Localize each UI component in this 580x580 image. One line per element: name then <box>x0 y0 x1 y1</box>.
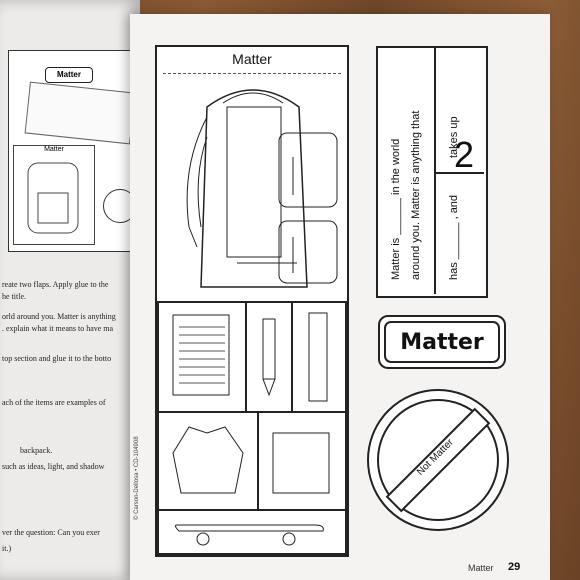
text-line: orld around you. Matter is anything <box>2 312 116 321</box>
thumb-title: Matter <box>45 67 93 83</box>
text-line: ver the question: Can you exer <box>2 528 100 537</box>
text-line: he title. <box>2 292 26 301</box>
notebook-icon <box>172 314 230 396</box>
ruler-icon <box>308 312 328 402</box>
flap-line4b: , and <box>448 194 460 220</box>
thumb-backpack-icon <box>27 162 79 234</box>
skateboard-cell <box>157 509 347 555</box>
skateboard-icon <box>174 524 324 546</box>
prohibition-icon <box>367 389 509 531</box>
flap-line4: has ______ , and <box>448 194 460 280</box>
thumb-sub: Matter <box>44 146 64 153</box>
divider <box>434 48 436 294</box>
ruler-cell <box>291 301 347 413</box>
pencil-icon <box>262 318 276 397</box>
left-page: Matter Matter reate two flaps. Apply glu… <box>0 0 140 580</box>
matter-title: Matter <box>232 51 272 67</box>
thumb-flap <box>24 81 136 145</box>
page-number: 29 <box>508 561 521 573</box>
text-line: ach of the items are examples of <box>2 398 106 407</box>
flap-line1b: in the world <box>390 138 402 195</box>
text-line: backpack. <box>20 446 53 455</box>
text-line: top section and glue it to the botto <box>2 354 112 363</box>
flap-line4a: has <box>448 262 460 280</box>
matter-label: Matter <box>378 315 506 369</box>
footer-section: Matter <box>468 563 494 573</box>
example-thumbnail: Matter Matter <box>8 50 137 252</box>
shirt-icon <box>172 426 244 494</box>
matter-cutout: Matter <box>155 45 349 557</box>
pencil-cell <box>245 301 293 413</box>
flap-text: Matter is ______ in the world <box>390 138 402 280</box>
divider <box>434 172 484 174</box>
text-line: reate two flaps. Apply glue to the <box>2 280 109 289</box>
flap-line2: around you. Matter is anything that <box>410 110 422 280</box>
fold-line <box>163 73 341 74</box>
flap-line1a: Matter is <box>390 237 402 280</box>
shirt-cell <box>157 411 259 511</box>
notebook-cell <box>157 301 247 413</box>
definition-flap: Matter is ______ in the world around you… <box>376 46 488 298</box>
text-line: . explain what it means to have ma <box>2 324 114 333</box>
flap-number: 2 <box>454 134 475 175</box>
text-line: it.) <box>2 544 12 553</box>
book-icon <box>272 432 330 494</box>
thumb-matter-box: Matter <box>13 145 95 245</box>
matter-label-text: Matter <box>384 321 500 363</box>
book-cell <box>257 411 347 511</box>
copyright-text: © Carson-Dellosa • CD-104908 <box>134 436 140 520</box>
backpack-icon <box>186 89 338 288</box>
not-matter-circle: Not Matter <box>364 386 512 534</box>
text-line: such as ideas, light, and shadow <box>2 462 105 471</box>
